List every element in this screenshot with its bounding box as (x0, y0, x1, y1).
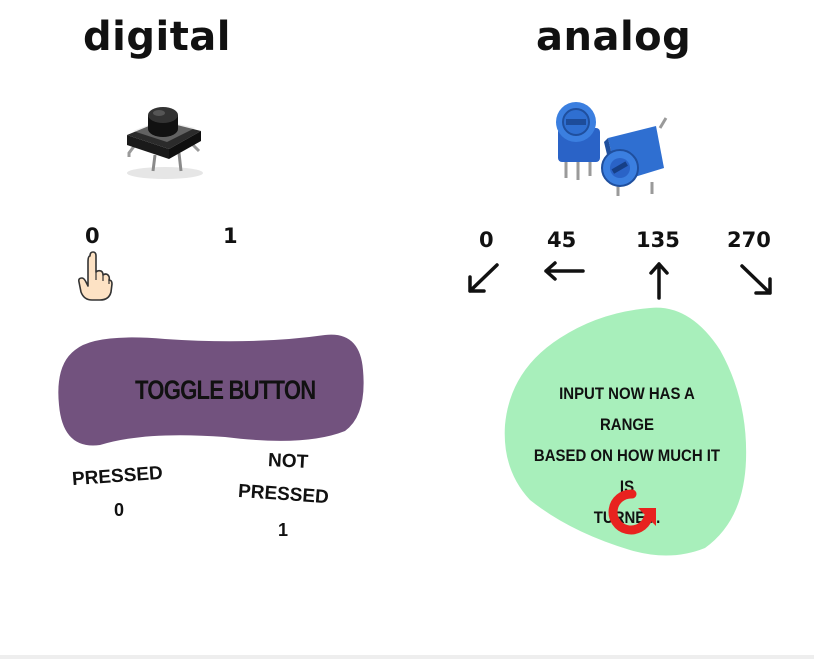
potentiometer-image (556, 102, 668, 196)
arrow-down-left-icon (468, 263, 499, 293)
toggle-button-label: TOGGLE BUTTON (135, 375, 316, 405)
angle-label-45: 45 (547, 228, 577, 252)
toggle-button-blob (58, 334, 364, 446)
arrow-left-icon (544, 261, 585, 281)
rotate-arrow-icon (608, 489, 656, 535)
digital-title: digital (83, 14, 232, 60)
not-pressed-label: PRESSED (237, 480, 330, 509)
analog-title: analog (536, 14, 692, 60)
push-button-image (127, 107, 203, 179)
description-line-1: INPUT NOW HAS A RANGE (559, 384, 695, 434)
not-label: NOT (267, 449, 309, 474)
arrow-down-right-icon (740, 264, 772, 295)
pressed-label: PRESSED (71, 462, 164, 491)
angle-label-135: 135 (636, 228, 680, 252)
arrow-up-icon (649, 262, 669, 300)
analog-description: INPUT NOW HAS A RANGE BASED ON HOW MUCH … (520, 378, 734, 533)
analog-description-blob (504, 307, 747, 556)
bottom-divider (0, 655, 814, 659)
angle-label-270: 270 (727, 228, 771, 252)
angle-label-0: 0 (479, 228, 494, 252)
digital-state-1: 1 (223, 224, 238, 248)
not-pressed-value: 1 (278, 520, 289, 540)
pressed-value: 0 (114, 500, 125, 520)
digital-state-0: 0 (85, 224, 100, 248)
pointing-hand-icon (78, 251, 113, 301)
